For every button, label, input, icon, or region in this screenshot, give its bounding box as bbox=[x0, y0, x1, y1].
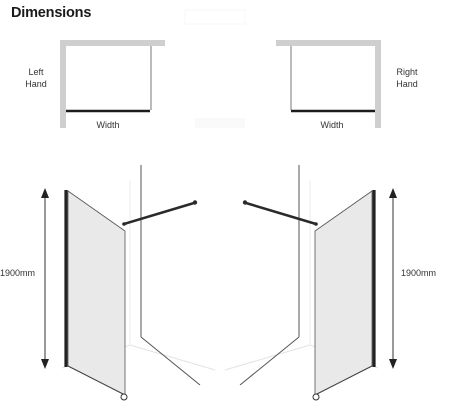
left-hand-label-line1: Left bbox=[28, 67, 44, 77]
right-hand-label-line1: Right bbox=[396, 67, 418, 77]
left-width-label: Width bbox=[96, 120, 120, 130]
right-hand-label: Right Hand bbox=[392, 66, 422, 90]
elevation-left-foot bbox=[120, 393, 128, 401]
elevation-right bbox=[224, 165, 397, 401]
elevation-left-glass-panel bbox=[67, 190, 126, 396]
elevation-left bbox=[41, 165, 216, 401]
right-height-label: 1900mm bbox=[401, 268, 437, 278]
plan-right-hand bbox=[276, 40, 381, 128]
right-width-label: Width bbox=[320, 120, 344, 130]
plan-right-wall bbox=[276, 40, 381, 128]
right-hand-label-line2: Hand bbox=[396, 79, 418, 89]
elevation-right-glass-panel bbox=[314, 190, 373, 396]
elevation-right-height-arrow bbox=[389, 188, 397, 369]
elevation-left-stabiliser-bar bbox=[123, 201, 195, 226]
elevation-left-height-arrow bbox=[41, 188, 49, 369]
left-height-label: 1900mm bbox=[0, 268, 36, 278]
elevation-right-stabiliser-bar bbox=[245, 201, 317, 226]
page-title: Dimensions bbox=[11, 5, 92, 21]
left-hand-label: Left Hand bbox=[25, 66, 47, 90]
plan-left-wall bbox=[60, 40, 165, 128]
elevation-right-foot bbox=[312, 393, 320, 401]
left-hand-label-line2: Hand bbox=[25, 79, 47, 89]
watermark bbox=[184, 9, 246, 128]
plan-left-hand bbox=[60, 40, 165, 128]
